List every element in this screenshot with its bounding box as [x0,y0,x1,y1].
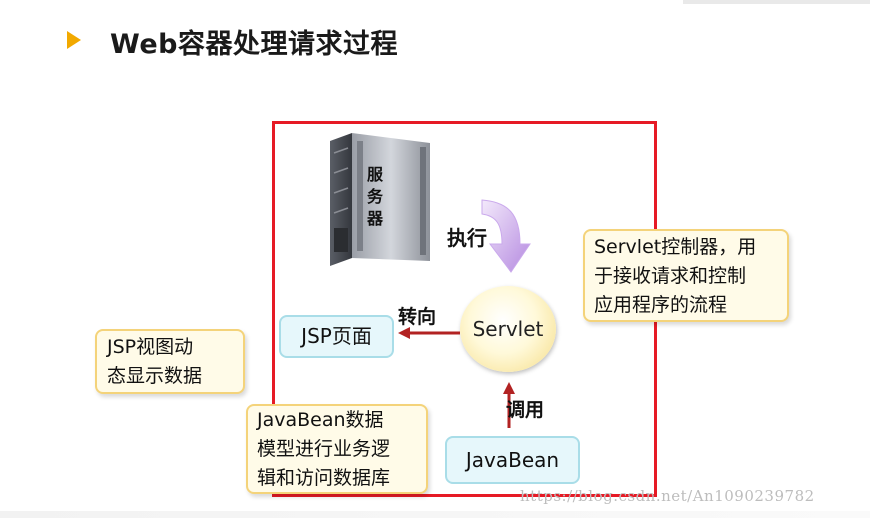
note-line: 于接收请求和控制 [594,265,747,287]
execute-arrow-icon [481,199,531,273]
footer-strip [0,511,870,518]
note-line: 应用程序的流程 [594,294,728,316]
servlet-description-note: Servlet控制器，用 于接收请求和控制 应用程序的流程 [583,229,789,322]
watermark: https://blog.csdn.net/An1090239782 [520,487,815,505]
call-label: 调用 [506,399,545,421]
note-line: 模型进行业务逻 [257,438,391,460]
servlet-node [460,286,556,372]
top-strip [683,0,870,4]
call-arrow-icon [503,382,515,428]
jsp-description-note: JSP视图动 态显示数据 [95,329,245,394]
servlet-label: Servlet [472,317,544,341]
server-icon [330,133,430,266]
note-line: JSP视图动 [107,336,194,358]
execute-label: 执行 [447,226,487,250]
note-line: 态显示数据 [107,365,203,387]
server-label: 服务器 [366,165,383,228]
javabean-node: JavaBean [445,436,580,484]
note-line: Servlet控制器，用 [594,236,757,258]
javabean-description-note: JavaBean数据 模型进行业务逻 辑和访问数据库 [246,404,428,494]
note-line: 辑和访问数据库 [257,467,391,489]
note-line: JavaBean数据 [257,409,384,431]
slide-title: Web容器处理请求过程 [110,29,398,60]
title-bullet-icon [67,31,81,49]
jsp-page-node: JSP页面 [279,315,394,358]
forward-arrow-icon [398,327,460,339]
forward-label: 转向 [398,306,437,328]
